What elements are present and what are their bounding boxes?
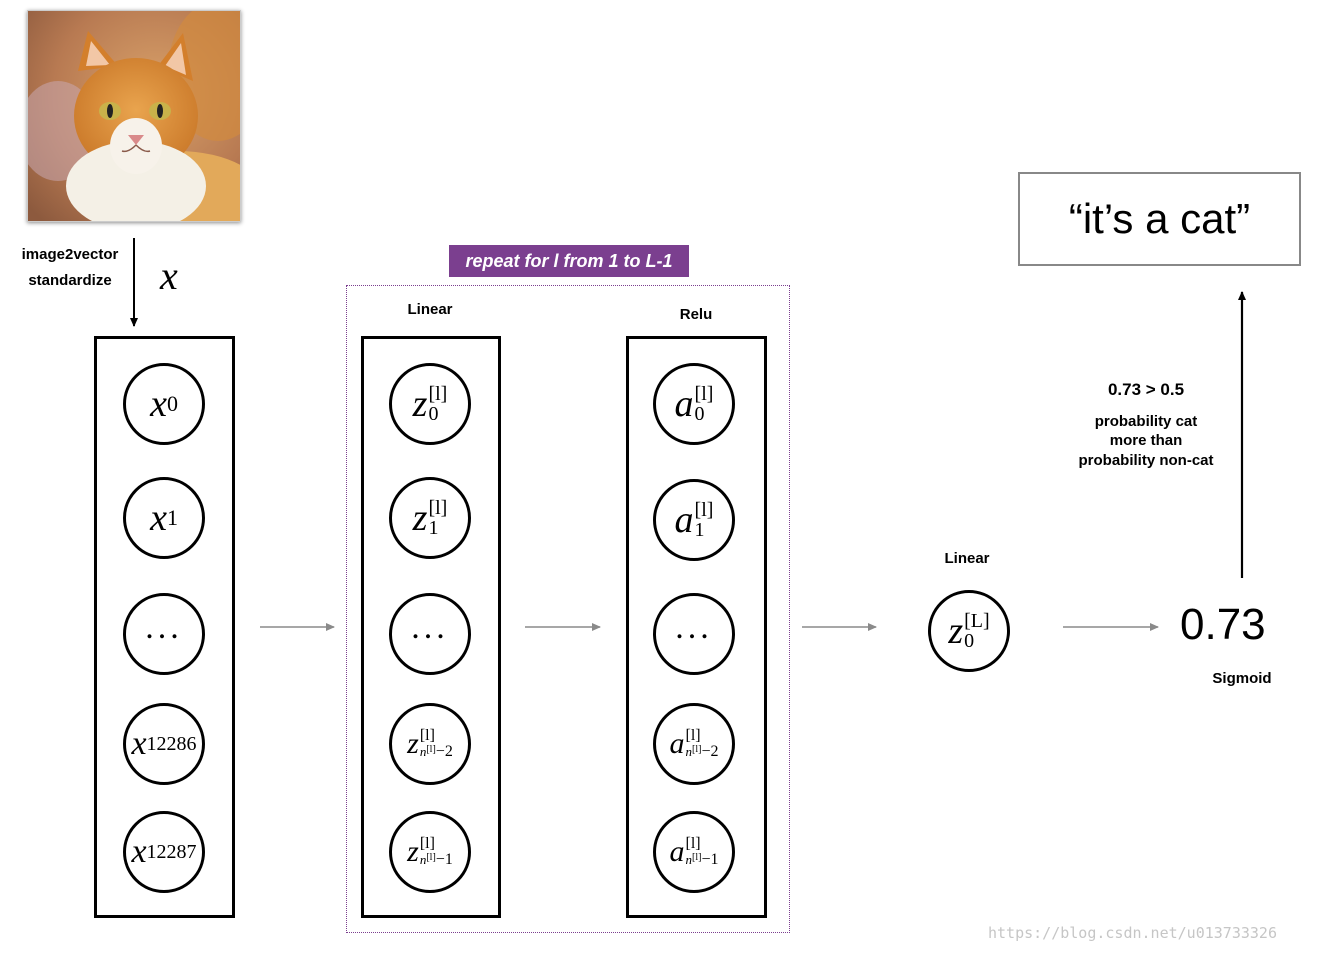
result-box: “it’s a cat” [1018, 172, 1301, 266]
z-node-n-minus-2: z [l] n[l]−2 [389, 703, 471, 785]
relu-label: Relu [679, 306, 713, 323]
a-node-n-minus-2: a [l] n[l]−2 [653, 703, 735, 785]
a-node-n-minus-1: a [l] n[l]−1 [653, 811, 735, 893]
standardize-label: standardize [28, 272, 112, 289]
z-node-0: z [l]0 [389, 363, 471, 445]
z-node-n-minus-1: z [l] n[l]−1 [389, 811, 471, 893]
sigmoid-label: Sigmoid [1212, 670, 1272, 687]
a-node-0: a [l]0 [653, 363, 735, 445]
a-node-1: a [l]1 [653, 479, 735, 561]
repeat-frame [346, 285, 790, 933]
z-node-1: z [l]1 [389, 477, 471, 559]
z-node-dots: ... [389, 593, 471, 675]
input-node-dots: ... [123, 593, 205, 675]
result-text: “it’s a cat” [1068, 195, 1251, 242]
linear-label: Linear [407, 301, 453, 318]
z-final-node: z [L]0 [928, 590, 1010, 672]
cat-photo [27, 10, 241, 222]
comparison-label: 0.73 > 0.5 [1107, 380, 1185, 399]
image2vector-label: image2vector [21, 246, 119, 263]
linear-layer-box: z [l]0 z [l]1 ... z [l] n[l]−2 z [l] n[l… [361, 336, 501, 918]
explanation-line-1: probability cat [1094, 413, 1198, 430]
explanation-line-3: probability non-cat [1078, 452, 1214, 469]
explanation-line-2: more than [1109, 432, 1183, 449]
probability-value: 0.73 [1180, 600, 1266, 649]
watermark: https://blog.csdn.net/u013733326 [988, 924, 1277, 942]
x-label: x [160, 253, 178, 298]
repeat-badge: repeat for l from 1 to L-1 [449, 245, 689, 277]
final-linear-label: Linear [944, 550, 990, 567]
relu-layer-box: a [l]0 a [l]1 ... a [l] n[l]−2 a [l] n[l… [626, 336, 767, 918]
cat-image [28, 11, 240, 221]
a-node-dots: ... [653, 593, 735, 675]
